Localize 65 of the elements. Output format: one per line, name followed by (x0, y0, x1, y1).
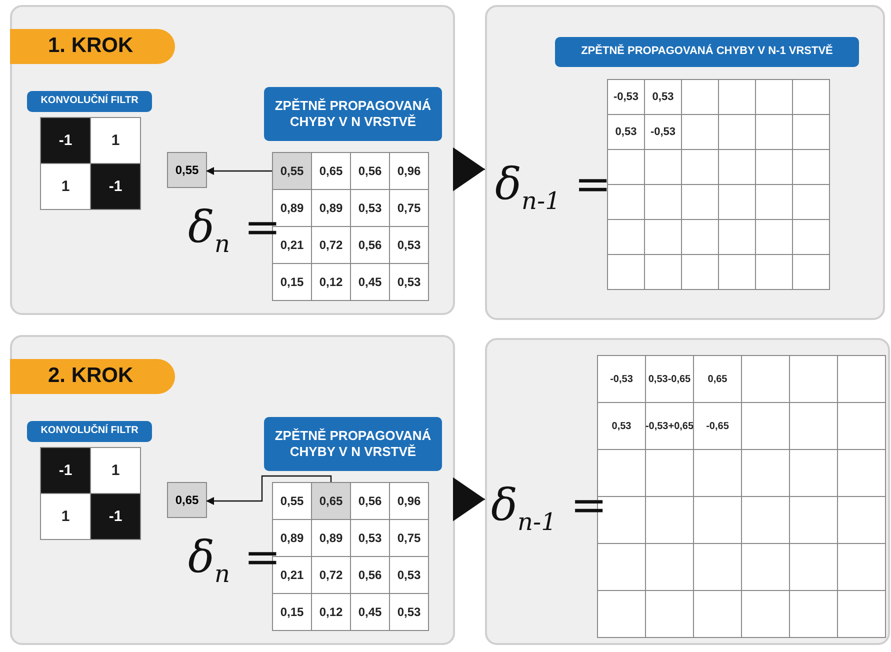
section-title: ZPĚTNĚ PROPAGOVANÁ CHYBY V N VRSTVĚ (264, 87, 442, 141)
filter-cell: 1 (90, 447, 141, 494)
filter-cell: 1 (90, 117, 141, 164)
matrix-cell: 0,12 (311, 263, 351, 301)
section-title: ZPĚTNĚ PROPAGOVANÁ CHYBY V N VRSTVĚ (264, 417, 442, 471)
matrix-cell: 0,15 (272, 263, 312, 301)
matrix-cell: 0,89 (311, 519, 351, 557)
triangle-arrow (453, 477, 485, 522)
value-box: 0,55 (167, 152, 207, 188)
arrow (206, 475, 332, 505)
grid-cell: 0,53 (644, 79, 682, 115)
filter-cell: 1 (40, 163, 91, 210)
matrix-cell: 0,55 (272, 482, 312, 520)
filter-cell: -1 (40, 117, 91, 164)
highlighted-cell: 0,65 (311, 482, 351, 520)
matrix-cell: 0,75 (389, 519, 429, 557)
matrix-cell: 0,75 (389, 189, 429, 227)
arrow (206, 167, 272, 175)
matrix-cell: 0,53 (389, 226, 429, 264)
matrix-cell: 0,53 (389, 263, 429, 301)
matrix-cell: 0,53 (350, 189, 390, 227)
step-panel (10, 5, 455, 315)
filter-cell: 1 (40, 493, 91, 540)
filter-cell: -1 (90, 163, 141, 210)
matrix-cell: 0,56 (350, 226, 390, 264)
grid-cell: -0,53 (607, 79, 645, 115)
matrix-cell: 0,53 (389, 593, 429, 631)
matrix-cell: 0,96 (389, 152, 429, 190)
matrix-cell: 0,72 (311, 226, 351, 264)
matrix-cell: 0,53 (350, 519, 390, 557)
matrix-cell: 0,96 (389, 482, 429, 520)
grid-cell: -0,53+0,65 (645, 402, 694, 450)
matrix-cell: 0,12 (311, 593, 351, 631)
grid-cell: 0,53 (597, 402, 646, 450)
step-label: 1. KROK (10, 29, 175, 64)
result-panel (485, 338, 890, 645)
grid-cell: -0,65 (693, 402, 742, 450)
grid-cell: 0,53 (607, 114, 645, 150)
step-panel (10, 335, 455, 645)
grid-cell: -0,53 (644, 114, 682, 150)
matrix-cell: 0,53 (389, 556, 429, 594)
triangle-arrow (453, 147, 485, 192)
matrix-cell: 0,56 (350, 556, 390, 594)
filter-title: KONVOLUČNÍ FILTR (27, 91, 152, 112)
delta-equation: δ$_{n-1}$ = (495, 159, 612, 215)
matrix-cell: 0,56 (350, 482, 390, 520)
filter-cell: -1 (40, 447, 91, 494)
matrix-cell: 0,45 (350, 593, 390, 631)
matrix-cell: 0,72 (311, 556, 351, 594)
section-title: ZPĚTNĚ PROPAGOVANÁ CHYBY V N-1 VRSTVĚ (555, 37, 859, 67)
filter-title: KONVOLUČNÍ FILTR (27, 421, 152, 442)
matrix-cell: 0,45 (350, 263, 390, 301)
matrix-cell: 0,89 (311, 189, 351, 227)
grid-cell: 0,53-0,65 (645, 355, 694, 403)
matrix-cell: 0,15 (272, 593, 312, 631)
matrix-cell: 0,56 (350, 152, 390, 190)
highlighted-cell: 0,55 (272, 152, 312, 190)
filter-cell: -1 (90, 493, 141, 540)
result-panel (485, 5, 885, 320)
value-box: 0,65 (167, 482, 207, 518)
delta-equation: δ$_{n-1}$ = (491, 480, 608, 536)
step-label: 2. KROK (10, 359, 175, 394)
grid-cell: -0,53 (597, 355, 646, 403)
grid-cell: 0,65 (693, 355, 742, 403)
matrix-cell: 0,65 (311, 152, 351, 190)
